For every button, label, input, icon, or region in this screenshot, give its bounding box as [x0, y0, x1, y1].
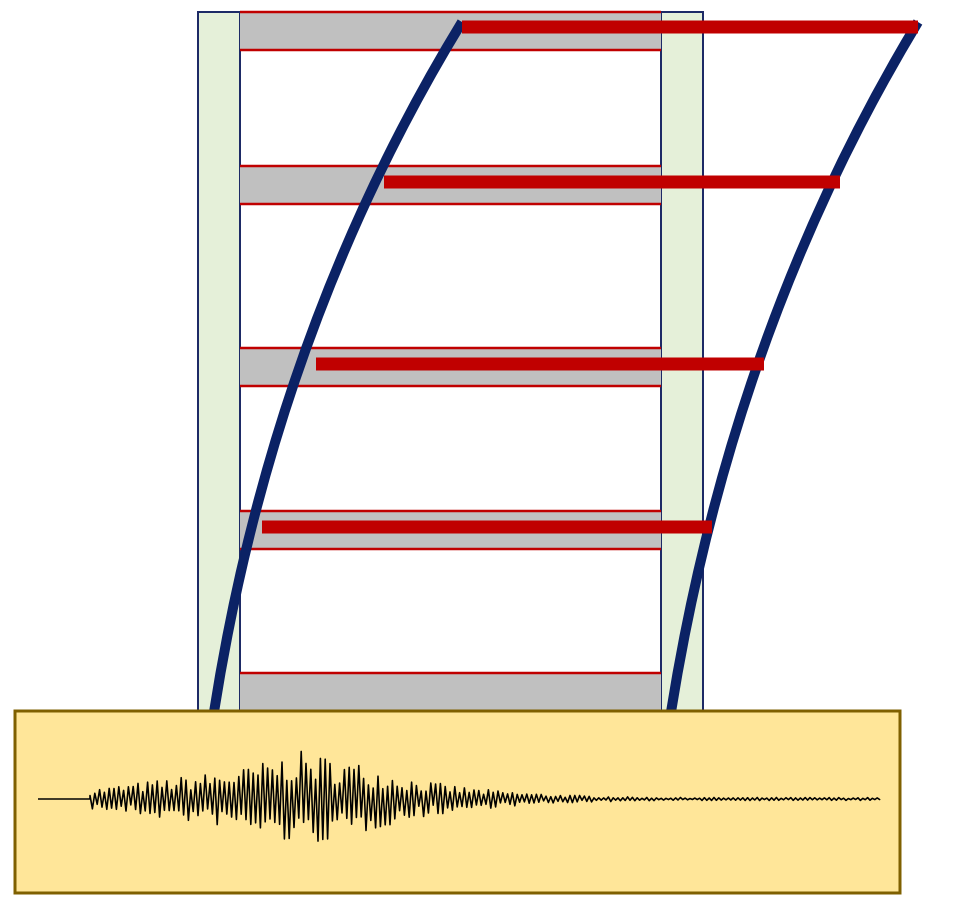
left-column: [197, 11, 241, 713]
floor-slab: [240, 671, 661, 711]
deformed-right-column: [666, 19, 923, 713]
deformed-frame: [209, 19, 923, 713]
seismogram-trace: [38, 750, 881, 842]
deformed-left-column: [209, 19, 467, 713]
